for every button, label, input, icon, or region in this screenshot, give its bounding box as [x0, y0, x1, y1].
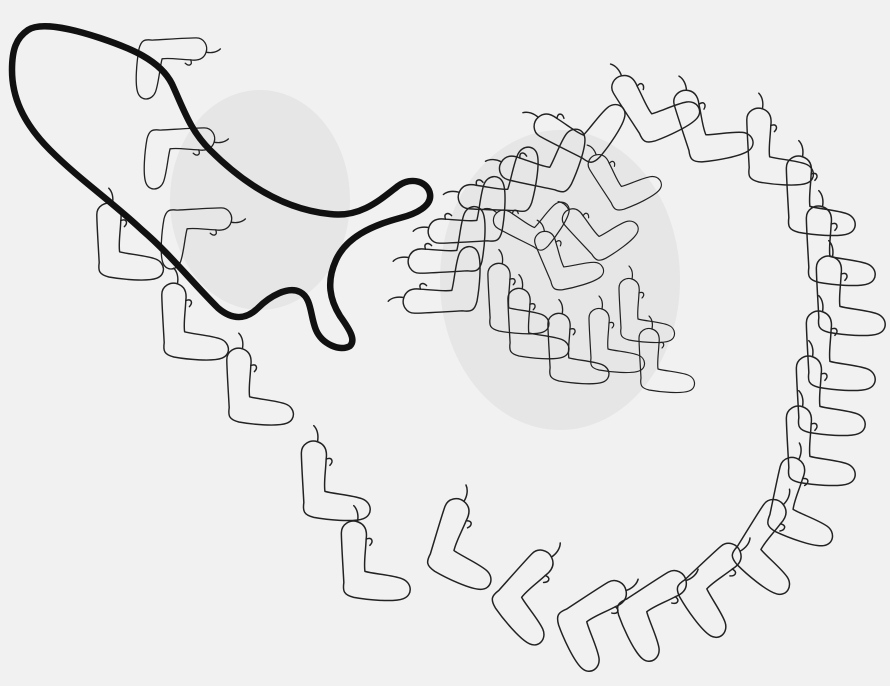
sock-outline	[301, 426, 370, 521]
sock-outline-body	[341, 521, 410, 600]
sock-outline-body	[484, 545, 589, 650]
sock-outline	[725, 482, 836, 599]
sock-outline-body	[301, 441, 370, 520]
sock-outline	[806, 296, 875, 391]
sock-outline	[600, 37, 704, 150]
sock-outline	[786, 141, 855, 236]
sock-outline	[796, 341, 865, 436]
sock-outline-body	[608, 50, 704, 150]
sock-outline	[667, 62, 755, 168]
sock-outline	[484, 534, 600, 650]
sock-outline-body	[671, 76, 755, 167]
sock-outline	[422, 481, 519, 594]
background-shading	[170, 90, 680, 430]
sock-outline	[610, 559, 727, 666]
sock-outline	[816, 241, 885, 336]
sock-outline	[747, 93, 814, 185]
sock-outline	[227, 333, 294, 425]
sock-outline	[136, 38, 220, 99]
sock-outline-body	[806, 311, 875, 390]
sock-outline-body	[786, 156, 855, 235]
sock-outline	[763, 440, 854, 549]
sock-outline-body	[796, 356, 865, 435]
sock-outline	[786, 391, 855, 486]
sock-outline-body	[227, 348, 294, 425]
sock-outline-body	[422, 495, 514, 593]
sock-outline-body	[763, 455, 850, 550]
sock-outline-body	[725, 495, 827, 600]
sock-outline-body	[610, 566, 713, 665]
sock-outline-body	[786, 406, 855, 485]
sock-outline-body	[816, 256, 885, 335]
sock-outline-body	[747, 108, 814, 185]
